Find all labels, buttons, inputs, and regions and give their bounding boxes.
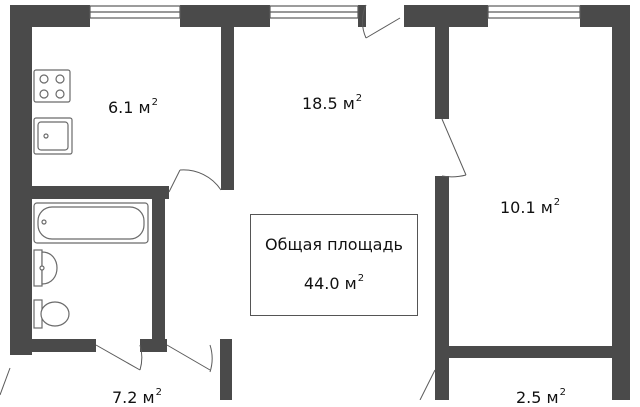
stove-icon — [33, 69, 71, 103]
room-area-value: 7.2 — [112, 388, 138, 407]
room-area-living: 18.5 м2 — [302, 93, 363, 113]
door-swing-icon — [441, 118, 467, 178]
total-area-value: 44.0 м2 — [250, 273, 418, 293]
room-area-hall: 7.2 м2 — [112, 387, 162, 407]
room-area-value: 6.1 — [108, 98, 134, 117]
wall-left — [10, 5, 32, 355]
room-area-kitchen: 6.1 м2 — [108, 97, 158, 117]
room-area-unit: м — [540, 198, 553, 217]
window-icon — [89, 5, 181, 19]
wall-hall — [220, 339, 232, 400]
door-swing-icon — [95, 344, 143, 371]
wall-kitchen-bottom — [32, 186, 169, 199]
total-area-number: 44.0 — [303, 274, 340, 293]
unit-exponent: 2 — [357, 273, 365, 284]
windows — [89, 5, 581, 19]
wall-top-mid-left — [180, 5, 270, 27]
unit-exponent: 2 — [559, 387, 566, 398]
unit-exponent: 2 — [151, 97, 158, 108]
door-swing-icon — [419, 369, 436, 400]
room-area-storage: 2.5 м2 — [516, 387, 566, 407]
unit-exponent: 2 — [553, 197, 561, 208]
window-icon — [269, 5, 359, 19]
wall-bath-right — [152, 199, 165, 341]
total-area-title: Общая площадь — [250, 237, 418, 253]
wall-kitchen-living — [221, 27, 234, 190]
door-swing-icon — [166, 344, 213, 373]
doors — [0, 4, 467, 400]
walls — [10, 5, 630, 400]
door-swing-icon — [0, 367, 11, 396]
room-area-unit: м — [342, 94, 355, 113]
room-area-unit: м — [142, 388, 155, 407]
room-area-unit: м — [138, 98, 151, 117]
room-area-value: 10.1 — [500, 198, 536, 217]
window-icon — [487, 5, 581, 19]
unit-exponent: 2 — [155, 387, 162, 398]
wall-living-bedroom-lower — [435, 176, 449, 400]
wall-living-bedroom-upper — [435, 27, 449, 119]
unit-exponent: 2 — [355, 93, 363, 104]
total-area-title-text: Общая площадь — [265, 235, 403, 254]
room-area-bedroom: 10.1 м2 — [500, 197, 561, 217]
total-area-box — [250, 214, 418, 316]
wall-bedroom-bottom — [449, 346, 612, 358]
room-area-value: 18.5 — [302, 94, 338, 113]
wall-right — [612, 5, 630, 400]
wall-top-mid — [358, 5, 366, 27]
wall-top-mid-right — [404, 5, 488, 27]
room-area-unit: м — [546, 388, 559, 407]
door-swing-icon — [168, 169, 222, 193]
sink-icon — [33, 117, 73, 155]
door-swing-icon — [362, 4, 401, 39]
toilet-icon — [33, 299, 70, 329]
room-area-value: 2.5 — [516, 388, 542, 407]
total-area-unit: м — [344, 274, 357, 293]
bathtub-icon — [33, 202, 149, 244]
washbasin-icon — [33, 249, 58, 287]
wall-bath-bottom-right — [140, 339, 167, 352]
wall-bath-bottom-left — [10, 339, 96, 352]
